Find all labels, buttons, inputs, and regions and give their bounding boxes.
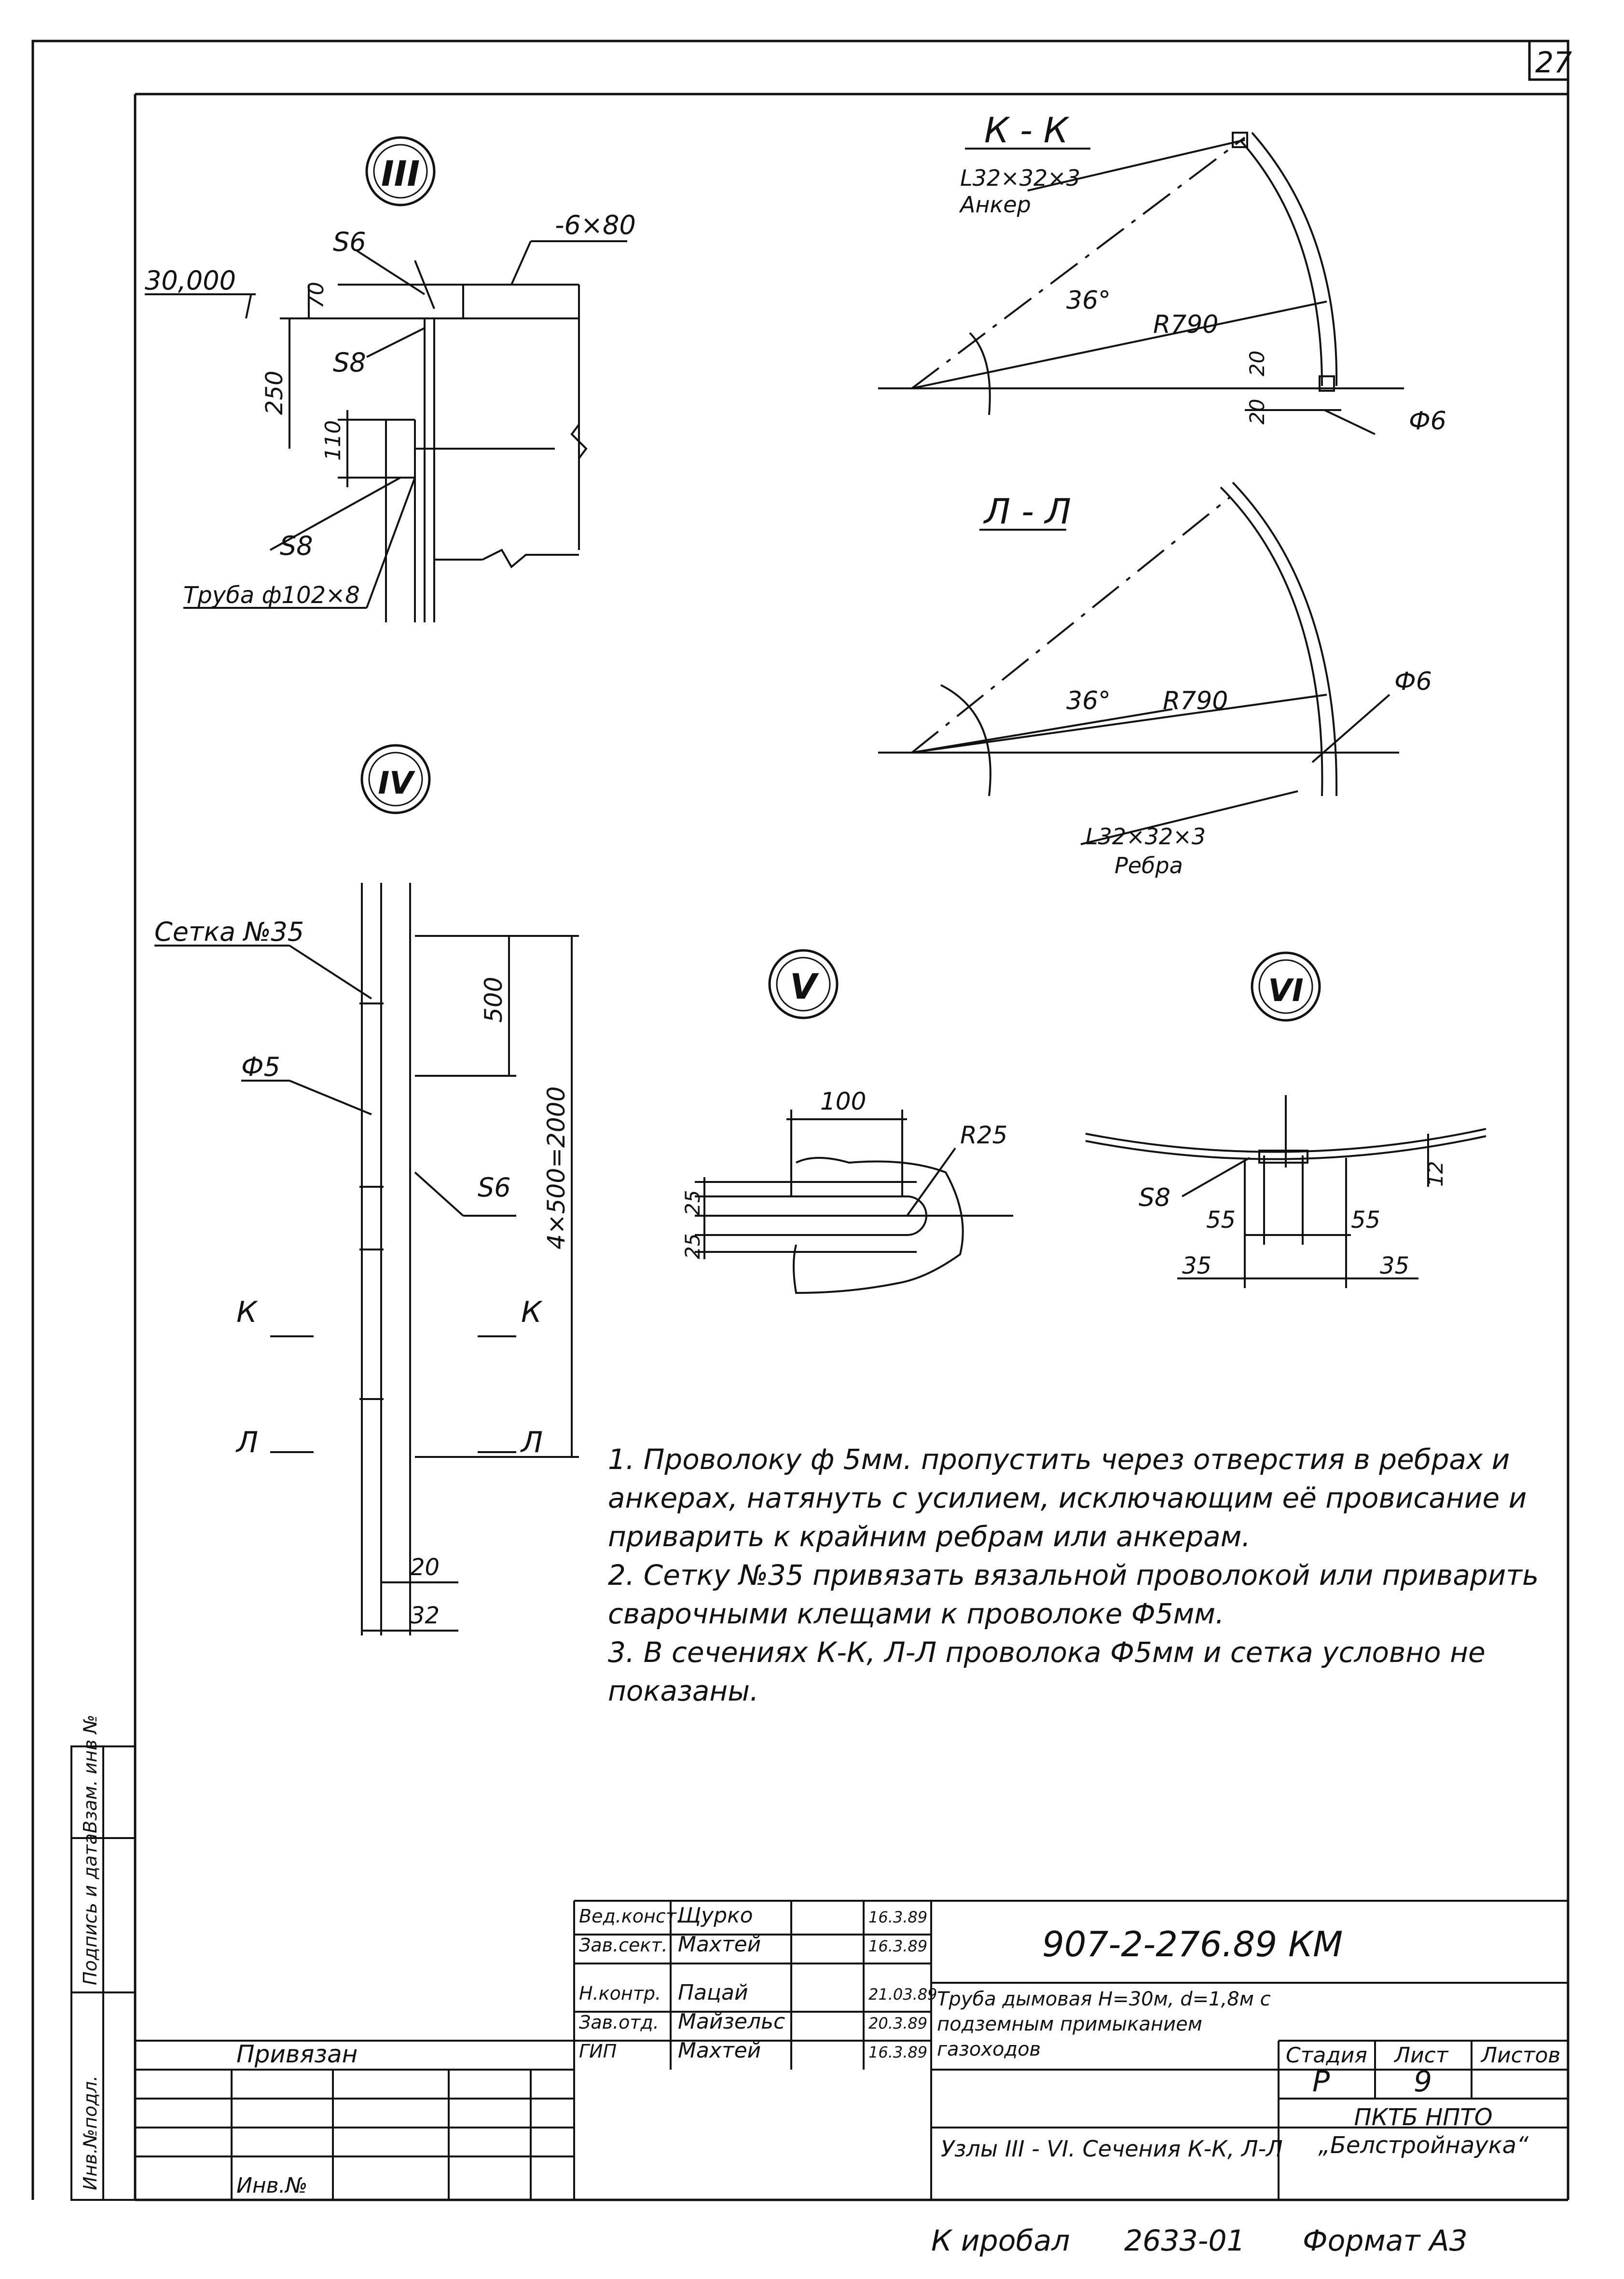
elevation-label: 30,000 bbox=[145, 265, 236, 296]
ll-angle-profile: L32×32×3 bbox=[1086, 824, 1206, 850]
weld-s6-label-iv: S6 bbox=[478, 1172, 511, 1203]
drawing-frame bbox=[31, 40, 1569, 2201]
kk-wire-label: Ф6 bbox=[1409, 407, 1446, 436]
stage-value: Р bbox=[1312, 2065, 1330, 2099]
dim-32-label: 32 bbox=[410, 1602, 440, 1629]
sig-date-4: 20.3.89 bbox=[868, 2014, 927, 2032]
sheet-header: Лист bbox=[1393, 2043, 1449, 2068]
sig-date-1: 16.3.89 bbox=[868, 1908, 927, 1926]
stage-header: Стадия bbox=[1286, 2043, 1367, 2068]
detail-vi: VI S8 12 55 55 35 35 bbox=[1085, 951, 1486, 1288]
sig-name-5: Махтей bbox=[678, 2038, 761, 2063]
cut-l-left: Л bbox=[235, 1426, 258, 1459]
kk-angle-36: 36° bbox=[1066, 286, 1111, 315]
sig-name-3: Пацай bbox=[678, 1980, 748, 2005]
dim-55a-label: 55 bbox=[1206, 1207, 1236, 1234]
kk-angle-profile: L32×32×3 bbox=[960, 165, 1080, 191]
kk-dim-20b: 20 bbox=[1245, 399, 1269, 425]
detail-iii-marker: III bbox=[381, 153, 420, 194]
sig-role-3: Н.контр. bbox=[579, 1983, 661, 2004]
side-stamp-replace-inv: Взам. инв № bbox=[80, 1715, 101, 1833]
detail-v-marker: V bbox=[790, 966, 819, 1007]
dim-70-label: 70 bbox=[304, 282, 329, 309]
sig-date-3: 21.03.89 bbox=[868, 1985, 937, 2004]
title-block-grid bbox=[135, 1900, 1568, 2200]
dim-2000-label: 4×500=2000 bbox=[542, 1086, 570, 1249]
dim-12-label: 12 bbox=[1424, 1161, 1447, 1187]
general-notes: 1. Проволоку ф 5мм. пропустить через отв… bbox=[608, 1440, 1563, 1710]
side-stamp bbox=[70, 1745, 136, 2201]
note-3: 3. В сечениях К-К, Л-Л проволока Ф5мм и … bbox=[608, 1636, 1486, 1707]
radius-r25-label: R25 bbox=[960, 1121, 1007, 1149]
footer-order: 2633-01 bbox=[1124, 2224, 1245, 2258]
dim-20-label: 20 bbox=[410, 1554, 440, 1581]
cut-l-right: Л bbox=[520, 1426, 543, 1459]
project-code: 907-2-276.89 КМ bbox=[1042, 1924, 1343, 1964]
cut-k-left: К bbox=[236, 1295, 258, 1329]
footer-copied: К иробал bbox=[931, 2224, 1070, 2258]
privyazan-label: Привязан bbox=[236, 2040, 358, 2068]
object-title: Труба дымовая Н=30м, d=1,8м с подземным … bbox=[937, 1988, 1271, 2060]
mesh-label: Сетка №35 bbox=[154, 917, 304, 947]
ll-angle-36: 36° bbox=[1066, 686, 1111, 715]
dim-500-label: 500 bbox=[480, 977, 508, 1023]
dim-25a-label: 25 bbox=[681, 1190, 704, 1216]
section-kk: К - К L32×32×3 Анкер 36° R790 20 20 Ф6 bbox=[878, 110, 1446, 436]
side-stamp-inv-orig: Инв.№подл. bbox=[80, 2075, 101, 2190]
inv-no-label: Инв.№ bbox=[236, 2173, 307, 2198]
sig-date-2: 16.3.89 bbox=[868, 1937, 927, 1955]
sig-role-4: Зав.отд. bbox=[579, 2012, 659, 2033]
weld-s8-bottom-label: S8 bbox=[280, 531, 313, 561]
note-2: 2. Сетку №35 привязать вязальной проволо… bbox=[608, 1559, 1539, 1630]
sheet-value: 9 bbox=[1414, 2065, 1432, 2099]
section-ll-title: Л - Л bbox=[983, 491, 1071, 532]
detail-v: V 100 R25 25 25 bbox=[681, 949, 1013, 1294]
sheets-header: Листов bbox=[1480, 2043, 1560, 2068]
weld-s6-label: S6 bbox=[333, 227, 366, 257]
weld-s8-label-vi: S8 bbox=[1139, 1183, 1170, 1212]
sig-role-2: Зав.сект. bbox=[579, 1935, 668, 1956]
sig-name-2: Махтей bbox=[678, 1932, 761, 1957]
footer-format: Формат А3 bbox=[1303, 2224, 1468, 2258]
kk-radius: R790 bbox=[1153, 310, 1218, 339]
ll-ribs-label: Ребра bbox=[1115, 852, 1183, 879]
note-1: 1. Проволоку ф 5мм. пропустить через отв… bbox=[608, 1443, 1527, 1553]
kk-anchor-label: Анкер bbox=[959, 192, 1031, 218]
sig-date-5: 16.3.89 bbox=[868, 2043, 927, 2061]
dim-25b-label: 25 bbox=[681, 1234, 704, 1259]
ll-wire-label: Ф6 bbox=[1394, 667, 1432, 696]
cut-k-right: К bbox=[521, 1295, 543, 1329]
wire-label: Ф5 bbox=[241, 1052, 280, 1082]
sig-name-4: Майзельс bbox=[678, 2009, 785, 2034]
detail-iii: III bbox=[145, 136, 636, 622]
ll-radius: R790 bbox=[1163, 686, 1228, 715]
sig-role-1: Вед.конст. bbox=[579, 1906, 682, 1927]
dim-250-label: 250 bbox=[261, 371, 288, 415]
plate-label: -6×80 bbox=[555, 210, 636, 240]
detail-iv-marker: IV bbox=[378, 766, 415, 801]
dim-55b-label: 55 bbox=[1351, 1207, 1380, 1234]
kk-dim-20a: 20 bbox=[1245, 351, 1269, 376]
detail-iv: IV Сетка №35 Ф bbox=[154, 744, 579, 1635]
weld-s8-top-label: S8 bbox=[333, 347, 366, 378]
dim-100-label: 100 bbox=[820, 1087, 866, 1115]
side-stamp-sign-date: Подпись и дата bbox=[80, 1833, 101, 1985]
dim-35a-label: 35 bbox=[1182, 1252, 1211, 1279]
sig-name-1: Щурко bbox=[678, 1903, 753, 1928]
section-ll: Л - Л 36° R790 Ф6 L32×32×3 Ребра bbox=[878, 481, 1432, 879]
sig-role-5: ГИП bbox=[579, 2041, 617, 2062]
page-number: 27 bbox=[1535, 46, 1572, 80]
organization: ПКТБ НПТО „Белстройнаука“ bbox=[1318, 2104, 1528, 2159]
dim-110-label: 110 bbox=[321, 420, 345, 461]
sheet-title: Узлы III - VI. Сечения К-К, Л-Л bbox=[941, 2136, 1283, 2162]
detail-vi-marker: VI bbox=[1268, 973, 1303, 1009]
section-kk-title: К - К bbox=[984, 110, 1070, 151]
pipe-label: Труба ф102×8 bbox=[183, 582, 360, 609]
dim-35b-label: 35 bbox=[1380, 1252, 1409, 1279]
